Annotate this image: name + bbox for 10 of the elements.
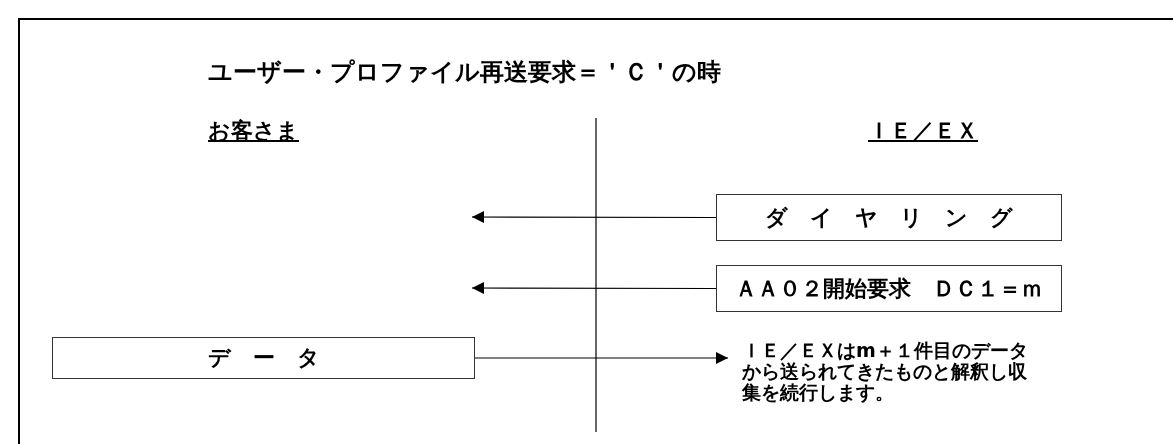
arrow [471, 211, 717, 223]
column-header: ＩＥ／ＥＸ [868, 117, 978, 145]
message-box: デ ー タ [52, 337, 475, 379]
column-header: お客さま [208, 117, 299, 145]
note-text: ＩＥ／ＥＸはm＋１件目のデータから送られてきたものと解釈し収集を続行します。 [742, 340, 1042, 403]
arrow [474, 352, 729, 364]
message-box: ＡＡ０２開始要求 ＤＣ１＝ｍ [716, 265, 1062, 312]
message-box: ダ イ ヤ リ ン グ [716, 194, 1062, 241]
arrow [471, 282, 717, 294]
title: ユーザー・プロファイル再送要求＝＇Ｃ＇の時 [208, 57, 721, 88]
